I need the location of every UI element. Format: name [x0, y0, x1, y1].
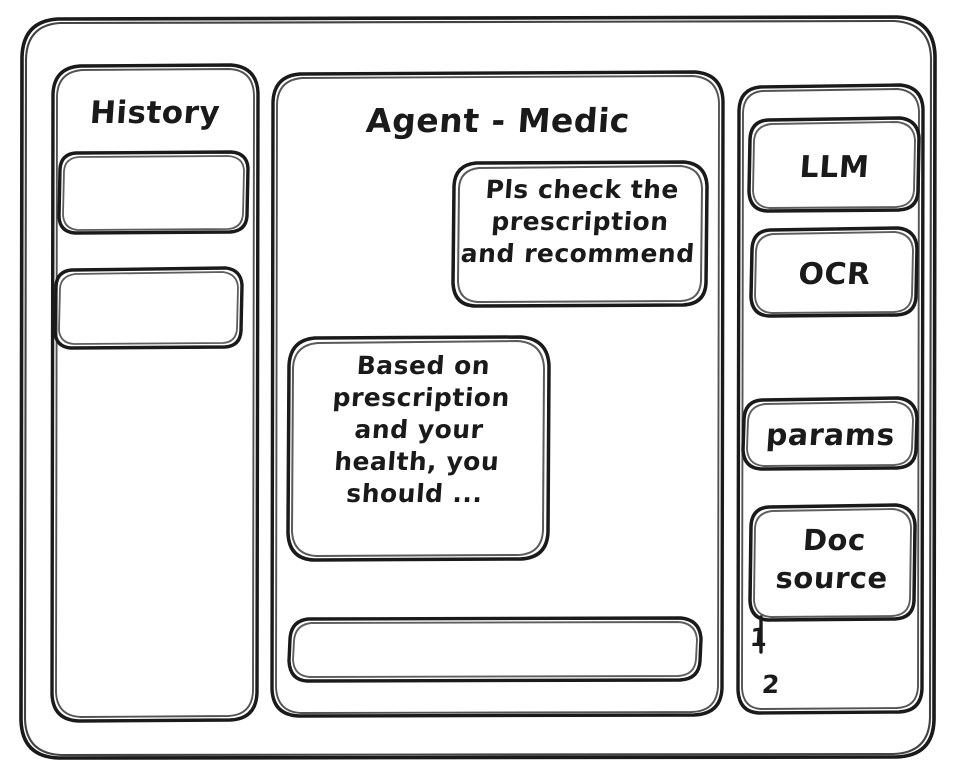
doc-source-button[interactable]: [750, 505, 915, 620]
history-panel-title: History: [88, 95, 222, 131]
llm-button[interactable]: [749, 118, 919, 211]
ocr-button[interactable]: [751, 228, 917, 316]
params-button[interactable]: [743, 398, 917, 469]
history-item-2[interactable]: [55, 268, 243, 349]
doc-source-list-item-1[interactable]: [748, 620, 788, 656]
agent-panel-title: Agent - Medic: [364, 101, 632, 140]
user-message-bubble: [453, 162, 707, 306]
doc-source-list-item-2[interactable]: [760, 666, 800, 702]
composer-input[interactable]: [289, 618, 701, 681]
assistant-message-bubble: [288, 337, 549, 560]
history-item-1[interactable]: [59, 152, 249, 234]
